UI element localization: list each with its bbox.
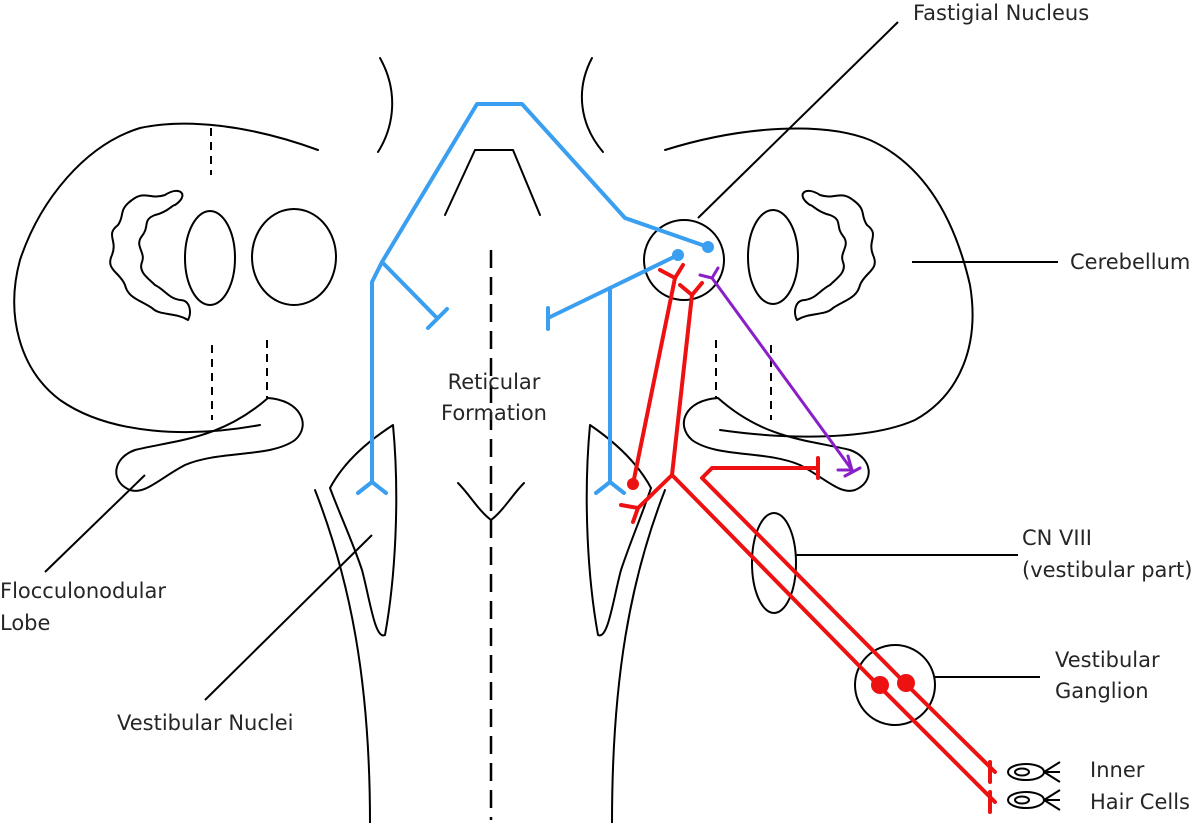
left-emboliform-nucleus bbox=[184, 210, 236, 306]
cn8-label-line1: CN VIII bbox=[1022, 526, 1092, 550]
red-ganglion-cell bbox=[871, 676, 889, 694]
vestibular-ganglion-circle bbox=[854, 644, 936, 726]
cn8-label-line2: (vestibular part) bbox=[1022, 558, 1192, 582]
right-flocculonodular-lobe bbox=[682, 397, 870, 492]
cn8-root-ellipse bbox=[751, 512, 797, 614]
reticular-formation-label-line1: Reticular bbox=[448, 370, 541, 394]
blue-terminal-fork bbox=[356, 480, 388, 495]
red-peripheral-inner bbox=[700, 466, 997, 774]
left-vestibular-nucleus-outline bbox=[329, 424, 398, 637]
left-brainstem-wall bbox=[314, 489, 371, 823]
red-terminal-fork bbox=[678, 281, 704, 297]
red-terminal-fork bbox=[658, 263, 685, 280]
fastigial-nucleus-circle bbox=[643, 219, 725, 301]
inner-hair-cells-label-line2: Hair Cells bbox=[1090, 790, 1190, 814]
blue-cell-body bbox=[672, 249, 684, 261]
fastigial-nucleus-label: Fastigial Nucleus bbox=[913, 1, 1089, 25]
red-fiber-3 bbox=[636, 473, 674, 510]
red-fiber-2 bbox=[670, 293, 694, 477]
blue-branch-left bbox=[380, 260, 439, 320]
blue-terminal-bar bbox=[426, 307, 449, 330]
red-ganglion-cell bbox=[897, 674, 915, 692]
right-midline-curve bbox=[580, 57, 604, 153]
right-emboliform-nucleus bbox=[747, 209, 799, 305]
red-cell-body bbox=[627, 478, 639, 490]
purple-pathway bbox=[698, 266, 862, 478]
right-brainstem-wall bbox=[611, 489, 666, 823]
left-flocculonodular-lobe bbox=[115, 397, 304, 492]
leader-flocculonodular bbox=[44, 474, 146, 573]
flocculonodular-label-line2: Lobe bbox=[0, 611, 50, 635]
vestibular-ganglion-label-line1: Vestibular bbox=[1055, 648, 1160, 672]
red-pathway bbox=[619, 263, 997, 814]
blue-pathway bbox=[356, 102, 714, 495]
hair-cell-icon bbox=[1007, 789, 1061, 811]
blue-cell-body bbox=[702, 241, 714, 253]
central-arch bbox=[444, 149, 541, 216]
inner-hair-cells bbox=[1007, 761, 1061, 811]
cerebellum-label: Cerebellum bbox=[1070, 250, 1190, 274]
flocculonodular-label-line1: Flocculonodular bbox=[0, 579, 166, 603]
red-fiber-1 bbox=[631, 276, 677, 486]
purple-terminal-bar bbox=[843, 466, 862, 478]
hair-cell-icon bbox=[1007, 761, 1061, 783]
inner-hair-cells-label-line1: Inner bbox=[1090, 758, 1145, 782]
left-cerebellar-hemisphere bbox=[13, 122, 319, 434]
anatomy-outlines bbox=[13, 57, 974, 823]
leader-fastigial bbox=[697, 21, 899, 219]
left-midline-curve bbox=[377, 57, 394, 153]
purple-fiber bbox=[710, 276, 854, 472]
right-cerebellar-hemisphere bbox=[664, 127, 974, 438]
reticular-formation-label-line2: Formation bbox=[441, 401, 547, 425]
blue-terminal-fork bbox=[594, 480, 626, 495]
red-terminal-fork bbox=[619, 503, 640, 524]
leader-lines bbox=[44, 21, 1058, 701]
vestibular-nuclei-label: Vestibular Nuclei bbox=[117, 711, 293, 735]
obex-notch bbox=[457, 482, 525, 521]
purple-terminal-fork bbox=[698, 266, 720, 280]
right-vestibular-nucleus-outline bbox=[585, 424, 652, 637]
vestibular-ganglion-label-line2: Ganglion bbox=[1055, 679, 1149, 703]
blue-right-fiber bbox=[546, 253, 680, 320]
red-peripheral-outer bbox=[670, 473, 997, 804]
blue-main-fiber bbox=[370, 102, 710, 482]
left-globose-nucleus bbox=[251, 208, 337, 306]
right-dentate-nucleus bbox=[794, 189, 876, 321]
leader-vestibular-nuclei bbox=[204, 534, 373, 701]
purple-arrowhead bbox=[836, 454, 854, 472]
left-dentate-nucleus bbox=[109, 189, 191, 321]
